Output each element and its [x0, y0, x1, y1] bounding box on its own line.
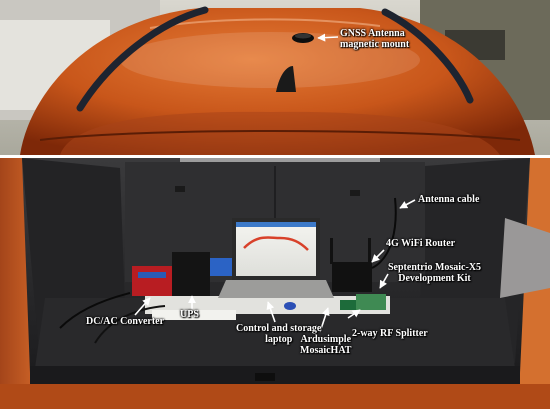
roof-rail-right [381, 8, 474, 104]
mosaic-dev-kit [356, 294, 386, 310]
router-box [332, 262, 372, 292]
mosaichat-label-line2: MosaicHAT [300, 345, 352, 356]
laptop-label: Control and storage laptop [236, 323, 321, 345]
roof-scene [0, 0, 550, 155]
ups-label: UPS [180, 309, 199, 320]
mosaic-kit-label-line1: Septentrio Mosaic-X5 [388, 262, 482, 273]
mosaic-kit-label-line2: Development Kit [398, 273, 471, 284]
gnss-antenna-label: GNSS Antenna magnetic mount [340, 28, 409, 50]
laptop-screen [236, 222, 316, 276]
mouse [284, 302, 296, 310]
roof-rail-left [76, 6, 209, 112]
panel-divider [0, 155, 550, 158]
laptop-label-line2: laptop [265, 334, 293, 345]
laptop-label-line1: Control and storage [236, 323, 322, 334]
mosaichat-label: Ardusimple MosaicHAT [300, 334, 351, 356]
power-strip [152, 310, 236, 320]
dcac-converter-box [132, 266, 172, 296]
laptop-keyboard [218, 280, 334, 298]
roof-photo: GNSS Antenna magnetic mount [0, 0, 550, 155]
dcac-converter-label: DC/AC Converter [86, 316, 165, 327]
gnss-antenna-label-line1: GNSS Antenna [340, 28, 405, 39]
shark-fin-antenna [276, 66, 296, 92]
tail-light [500, 218, 550, 298]
wifi-router-label: 4G WiFi Router [386, 238, 456, 249]
rf-splitter-label: 2-way RF Splitter [352, 328, 428, 339]
gnss-antenna-label-line2: magnetic mount [340, 39, 410, 50]
ups-box [172, 252, 210, 296]
mosaichat-label-line1: Ardusimple [300, 334, 352, 345]
trunk-photo: Antenna cable 4G WiFi Router Septentrio … [0, 158, 550, 409]
trunk-scene [0, 158, 550, 409]
antenna-cable-label: Antenna cable [418, 194, 480, 205]
mosaic-kit-label: Septentrio Mosaic-X5 Development Kit [388, 262, 481, 284]
